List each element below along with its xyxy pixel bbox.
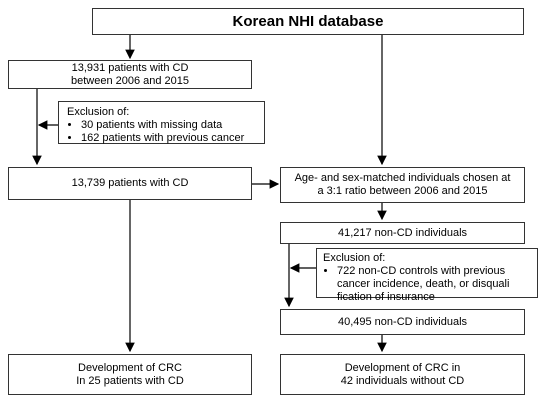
crc-noncd-line2: 42 individuals without CD (340, 374, 465, 387)
noncd-exclusion-item: 722 non-CD controls with previous cancer… (337, 265, 531, 304)
cd-initial-line2: between 2006 and 2015 (70, 74, 190, 87)
crc-noncd-line1: Development of CRC in (344, 361, 461, 374)
crc-noncd-box: Development of CRC in 42 individuals wit… (280, 354, 525, 395)
crc-cd-line2: In 25 patients with CD (76, 374, 184, 387)
noncd-final-text: 40,495 non-CD individuals (337, 315, 468, 328)
cd-exclusion-item: 162 patients with previous cancer (81, 132, 256, 145)
matched-box: Age- and sex-matched individuals chosen … (280, 167, 525, 203)
db-box: Korean NHI database (92, 8, 524, 35)
matched-line1: Age- and sex-matched individuals chosen … (294, 172, 511, 184)
noncd-initial-text: 41,217 non-CD individuals (337, 226, 468, 239)
cd-final-text: 13,739 patients with CD (71, 177, 189, 189)
noncd-initial-box: 41,217 non-CD individuals (280, 222, 525, 244)
matched-line2: a 3:1 ratio between 2006 and 2015 (317, 185, 488, 197)
cd-final-box: 13,739 patients with CD (8, 167, 252, 200)
noncd-exclusion-box: Exclusion of: 722 non-CD controls with p… (316, 248, 538, 303)
db-title: Korean NHI database (232, 13, 384, 30)
cd-initial-box: 13,931 patients with CD between 2006 and… (8, 60, 252, 89)
cd-exclusion-list: 30 patients with missing data 162 patien… (67, 119, 256, 145)
crc-cd-line1: Development of CRC (78, 361, 182, 374)
noncd-exclusion-heading: Exclusion of: (323, 252, 386, 264)
cd-exclusion-heading: Exclusion of: (67, 106, 130, 118)
cd-exclusion-box: Exclusion of: 30 patients with missing d… (58, 101, 265, 144)
cd-exclusion-item: 30 patients with missing data (81, 119, 256, 132)
noncd-final-box: 40,495 non-CD individuals (280, 309, 525, 335)
cd-initial-line1: 13,931 patients with CD (71, 61, 189, 74)
noncd-exclusion-list: 722 non-CD controls with previous cancer… (323, 265, 531, 304)
crc-cd-box: Development of CRC In 25 patients with C… (8, 354, 252, 395)
